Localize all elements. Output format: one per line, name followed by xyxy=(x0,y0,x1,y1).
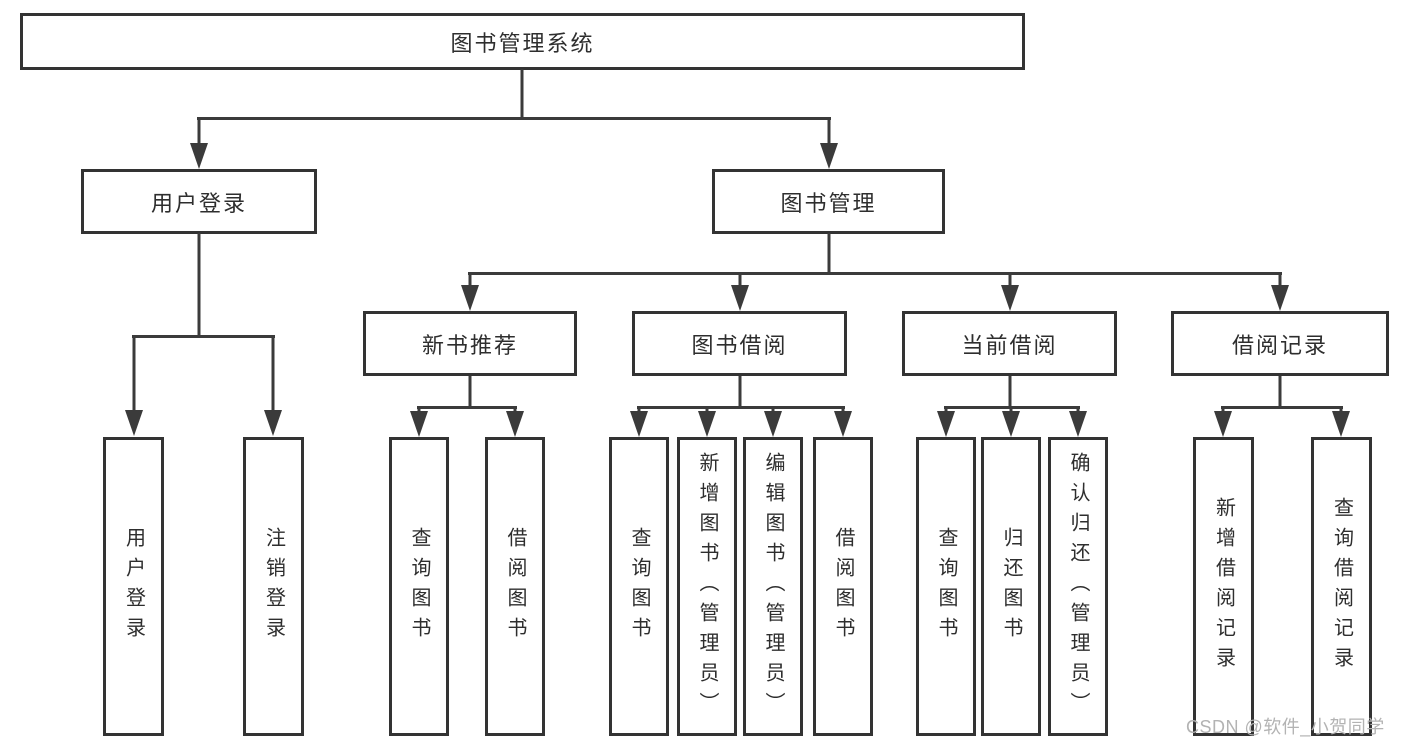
arrow-head-book-borrow xyxy=(731,285,749,311)
leaf-query-books-recommend: 查询图书 xyxy=(389,437,449,736)
connector-book-management-split xyxy=(468,272,1282,275)
connector-book-borrow-split xyxy=(637,406,845,409)
arrow-head-book-management xyxy=(820,143,838,169)
leaf-add-books-admin-label: 新增图书（管理员） xyxy=(696,451,718,722)
arrow-head-g4-return xyxy=(1002,411,1020,437)
leaf-query-borrow-record-label: 查询借阅记录 xyxy=(1330,496,1353,677)
arrow-head-g2-query xyxy=(410,411,428,437)
leaf-confirm-return-admin: 确认归还（管理员） xyxy=(1048,437,1108,736)
node-borrow-records-label: 借阅记录 xyxy=(1231,332,1328,358)
leaf-edit-books-admin-label: 编辑图书（管理员） xyxy=(762,451,784,722)
connector-book-management-stub xyxy=(827,233,831,275)
connector-book-borrow-stub xyxy=(738,376,742,409)
arrow-head-current-borrow xyxy=(1001,285,1019,311)
node-book-borrow-label: 图书借阅 xyxy=(691,332,788,358)
leaf-query-books-borrowing-label: 查询图书 xyxy=(628,526,650,647)
leaf-return-books: 归还图书 xyxy=(981,437,1041,736)
node-root-label: 图书管理系统 xyxy=(450,30,595,56)
leaf-query-borrow-record: 查询借阅记录 xyxy=(1311,437,1372,736)
connector-new-book-recommend-split xyxy=(417,406,517,409)
connector-user-login-stub xyxy=(197,233,201,338)
leaf-return-books-label: 归还图书 xyxy=(1000,526,1022,647)
arrow-shaft-borrow-records xyxy=(1278,273,1282,288)
leaf-borrow-books-borrowing: 借阅图书 xyxy=(813,437,873,736)
arrow-head-g3-edit xyxy=(764,411,782,437)
node-root: 图书管理系统 xyxy=(20,13,1025,70)
arrow-head-g4-confirm xyxy=(1069,411,1087,437)
arrow-head-borrow-records xyxy=(1271,285,1289,311)
connector-borrow-records-stub xyxy=(1278,376,1282,409)
node-current-borrow: 当前借阅 xyxy=(902,311,1117,376)
arrow-shaft-current-borrow xyxy=(1008,273,1012,288)
arrow-shaft-leaf-user-login xyxy=(132,336,136,414)
node-book-management: 图书管理 xyxy=(712,169,945,234)
arrow-head-leaf-logout xyxy=(264,410,282,436)
leaf-query-books-recommend-label: 查询图书 xyxy=(408,526,430,647)
leaf-add-borrow-record-label: 新增借阅记录 xyxy=(1212,496,1235,677)
arrow-shaft-user-login xyxy=(197,118,201,146)
connector-new-book-recommend-stub xyxy=(468,376,472,409)
node-new-book-recommend-label: 新书推荐 xyxy=(421,332,518,358)
node-borrow-records: 借阅记录 xyxy=(1171,311,1389,376)
csdn-watermark: CSDN @软件_小贺同学 xyxy=(1186,717,1385,737)
arrow-head-g3-add xyxy=(698,411,716,437)
arrow-shaft-book-management xyxy=(827,118,831,146)
leaf-logout-label: 注销登录 xyxy=(262,526,285,647)
connector-level1-split xyxy=(197,117,831,120)
leaf-query-books-borrowing: 查询图书 xyxy=(609,437,669,736)
node-new-book-recommend: 新书推荐 xyxy=(363,311,577,376)
connector-borrow-records-split xyxy=(1221,406,1343,409)
leaf-confirm-return-admin-label: 确认归还（管理员） xyxy=(1067,451,1089,722)
node-user-login: 用户登录 xyxy=(81,169,317,234)
leaf-query-books-current: 查询图书 xyxy=(916,437,976,736)
leaf-user-login-label: 用户登录 xyxy=(122,526,145,647)
node-book-management-label: 图书管理 xyxy=(780,190,877,216)
arrow-head-user-login xyxy=(190,143,208,169)
leaf-borrow-books-borrowing-label: 借阅图书 xyxy=(832,526,854,647)
arrow-head-new-book-recommend xyxy=(461,285,479,311)
leaf-borrow-books-recommend: 借阅图书 xyxy=(485,437,545,736)
arrow-shaft-new-book-recommend xyxy=(468,273,472,288)
arrow-head-g4-query xyxy=(937,411,955,437)
leaf-logout: 注销登录 xyxy=(243,437,304,736)
arrow-head-g2-borrow xyxy=(506,411,524,437)
arrow-head-g5-add xyxy=(1214,411,1232,437)
connector-user-login-split xyxy=(132,335,275,338)
arrow-shaft-leaf-logout xyxy=(271,336,275,414)
arrow-shaft-book-borrow xyxy=(738,273,742,288)
leaf-user-login: 用户登录 xyxy=(103,437,164,736)
arrow-head-g5-query xyxy=(1332,411,1350,437)
leaf-add-borrow-record: 新增借阅记录 xyxy=(1193,437,1254,736)
leaf-query-books-current-label: 查询图书 xyxy=(935,526,957,647)
connector-root-stub xyxy=(520,69,524,120)
leaf-borrow-books-recommend-label: 借阅图书 xyxy=(504,526,526,647)
connector-current-borrow-stub xyxy=(1008,376,1012,409)
node-book-borrow: 图书借阅 xyxy=(632,311,847,376)
arrow-head-leaf-user-login xyxy=(125,410,143,436)
leaf-add-books-admin: 新增图书（管理员） xyxy=(677,437,737,736)
node-user-login-label: 用户登录 xyxy=(150,190,247,216)
leaf-edit-books-admin: 编辑图书（管理员） xyxy=(743,437,803,736)
arrow-head-g3-query xyxy=(630,411,648,437)
node-current-borrow-label: 当前借阅 xyxy=(961,332,1058,358)
arrow-head-g3-borrow xyxy=(834,411,852,437)
